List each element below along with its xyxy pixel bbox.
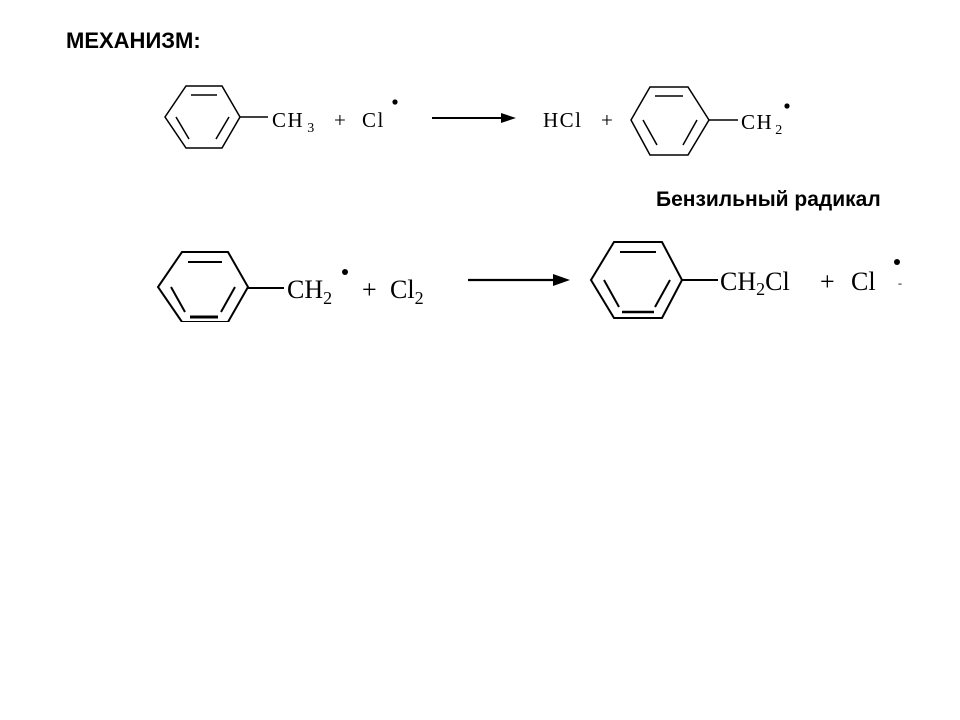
benzene-ring-toluene bbox=[164, 85, 241, 149]
plus-sign: + bbox=[362, 275, 377, 304]
plus-sign: + bbox=[820, 267, 835, 296]
chlorine-radical: Cl bbox=[362, 108, 385, 132]
radical-dot bbox=[894, 259, 900, 265]
page-title: МЕХАНИЗМ: bbox=[66, 28, 201, 53]
hydrogen-chloride: HCl bbox=[543, 108, 583, 132]
trailing-dash: - bbox=[898, 276, 902, 290]
methylene-group: CH bbox=[287, 275, 323, 304]
methylene-subscript: 2 bbox=[775, 123, 784, 138]
benzene-ring-benzyl-radical bbox=[630, 86, 710, 156]
methylene-subscript: 2 bbox=[323, 288, 332, 308]
plus-sign: + bbox=[601, 108, 614, 132]
methyl-group: CH bbox=[272, 108, 304, 132]
reaction-arrow bbox=[468, 274, 570, 286]
benzyl-radical-caption: Бензильный радикал bbox=[656, 188, 881, 211]
radical-dot bbox=[342, 269, 348, 275]
methylene-group: CH bbox=[741, 110, 773, 134]
svg-text:CH3: CH3 bbox=[272, 108, 316, 136]
reaction-2: CH2 + Cl2 CH2Cl + Cl - bbox=[156, 241, 902, 322]
methylene-group: CH bbox=[720, 267, 756, 296]
chlorine-molecule: Cl bbox=[390, 275, 415, 304]
plus-sign: + bbox=[334, 108, 347, 132]
chlorine-subscript: 2 bbox=[415, 288, 424, 308]
reaction-arrow bbox=[432, 113, 516, 123]
radical-dot bbox=[392, 99, 398, 105]
benzene-ring-benzyl-radical bbox=[156, 251, 250, 322]
svg-text:CH2: CH2 bbox=[741, 110, 784, 138]
radical-dot bbox=[784, 103, 790, 109]
benzene-ring-benzyl-chloride bbox=[589, 241, 684, 319]
chloro-group: Cl bbox=[765, 267, 790, 296]
svg-text:Cl2: Cl2 bbox=[390, 275, 424, 308]
chlorine-radical: Cl bbox=[851, 267, 876, 296]
svg-text:CH2: CH2 bbox=[287, 275, 332, 308]
methylene-subscript: 2 bbox=[756, 279, 765, 299]
methyl-subscript: 3 bbox=[307, 121, 316, 136]
svg-text:CH2Cl: CH2Cl bbox=[720, 267, 790, 299]
